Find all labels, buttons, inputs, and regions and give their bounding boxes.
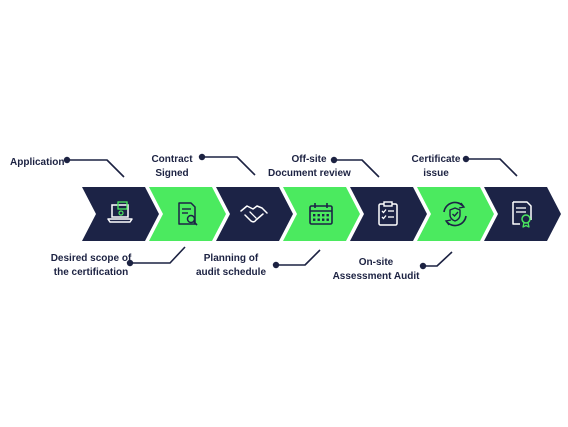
connector-line-6 [423, 251, 453, 267]
connector-dot-5 [330, 156, 338, 164]
laptop-certificate-icon [107, 201, 133, 223]
connector-dot-3 [198, 153, 206, 161]
clipboard-checklist-icon [378, 201, 398, 226]
chevron-step-2 [149, 187, 226, 241]
handshake-icon [240, 205, 268, 223]
connector-line-7 [466, 158, 518, 177]
connector-dot-7 [462, 155, 470, 163]
step-7-label: Certificate issue [411, 154, 461, 179]
chevron-step-3 [216, 187, 293, 241]
chevron-step-1 [82, 187, 159, 241]
connector-line-1 [67, 159, 125, 178]
step-2-label: Desired scope of the certification [50, 253, 132, 278]
step-4-label: Planning of audit schedule [195, 253, 266, 278]
step-1-label: Application [10, 157, 65, 168]
connector-line-3 [202, 156, 256, 176]
chevron-step-4 [283, 187, 360, 241]
chevron-step-7 [484, 187, 561, 241]
step-3-label: Contract Signed [151, 154, 193, 179]
chevron-step-5 [350, 187, 427, 241]
connector-dot-4 [272, 261, 280, 269]
step-5-label: Off-site Document review [268, 154, 351, 179]
document-search-icon [178, 202, 198, 226]
connector-line-5 [334, 159, 380, 178]
connector-dot-1 [63, 156, 71, 164]
step-6-label: On-site Assessment Audit [332, 257, 420, 282]
connector-dot-6 [419, 262, 427, 270]
cycle-shield-check-icon [443, 201, 467, 227]
certificate-ribbon-icon [512, 201, 532, 228]
connector-line-4 [276, 249, 321, 266]
connector-dot-2 [126, 259, 134, 267]
connector-line-2 [130, 246, 186, 264]
calendar-icon [309, 203, 333, 225]
